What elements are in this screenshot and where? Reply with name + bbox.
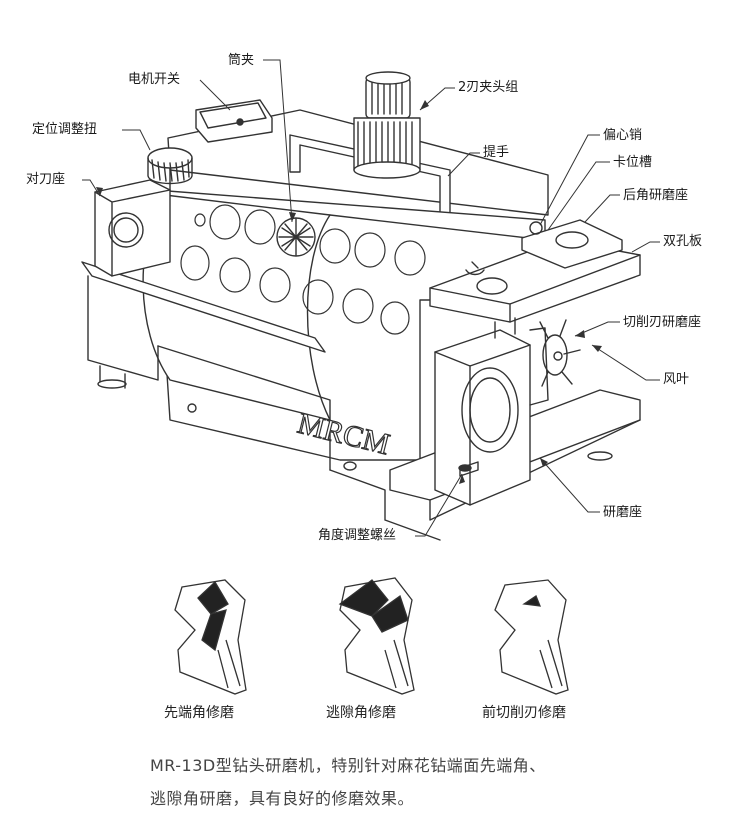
callout-eccentric-pin: 偏心销: [603, 128, 643, 143]
collet-shape: [276, 217, 316, 257]
arrowheads: [96, 100, 602, 484]
callout-position-knob: 定位调整扭: [32, 122, 98, 137]
caption-relief-angle: 逃隙角修磨: [326, 705, 396, 721]
leader-lines: [82, 59, 660, 537]
callout-grinding-seat: 研磨座: [603, 505, 643, 520]
callout-rear-angle-seat: 后角研磨座: [623, 188, 689, 203]
rear-angle-seat-shape: [521, 219, 623, 269]
caption-front-cutting-edge: 前切削刃修磨: [482, 705, 566, 721]
drill-tip-3: [494, 579, 569, 695]
drill-tip-1: [174, 579, 247, 695]
chuck-group-shape: [353, 71, 421, 179]
callout-duidao-seat: 对刀座: [26, 172, 66, 187]
callout-cutting-edge-seat: 切削刃研磨座: [623, 315, 702, 330]
callout-angle-screw: 角度调整螺丝: [318, 528, 397, 543]
duidao-seat-shape: [94, 179, 171, 277]
drill-tip-2: [338, 577, 415, 695]
callout-chuck-group: 2刃夹头组: [458, 80, 519, 95]
fan-blade-shape: [539, 319, 581, 387]
handle-shape: [289, 134, 451, 223]
position-knob-shape: [147, 147, 193, 185]
motor-switch-shape: [195, 99, 273, 143]
callout-fan-blade: 风叶: [663, 372, 690, 387]
caption-tip-angle: 先端角修磨: [164, 705, 234, 721]
callout-slot: 卡位槽: [613, 155, 653, 170]
callout-motor-switch: 电机开关: [128, 72, 181, 87]
description-line-1: MR-13D型钻头研磨机，特别针对麻花钻端面先端角、: [150, 756, 546, 775]
callout-double-hole-plate: 双孔板: [663, 234, 703, 249]
callout-tongjia: 筒夹: [228, 53, 255, 68]
callout-handle: 提手: [483, 145, 510, 160]
description-line-2: 逃隙角研磨，具有良好的修磨效果。: [150, 789, 415, 808]
grinding-seat-shape: [434, 329, 531, 506]
